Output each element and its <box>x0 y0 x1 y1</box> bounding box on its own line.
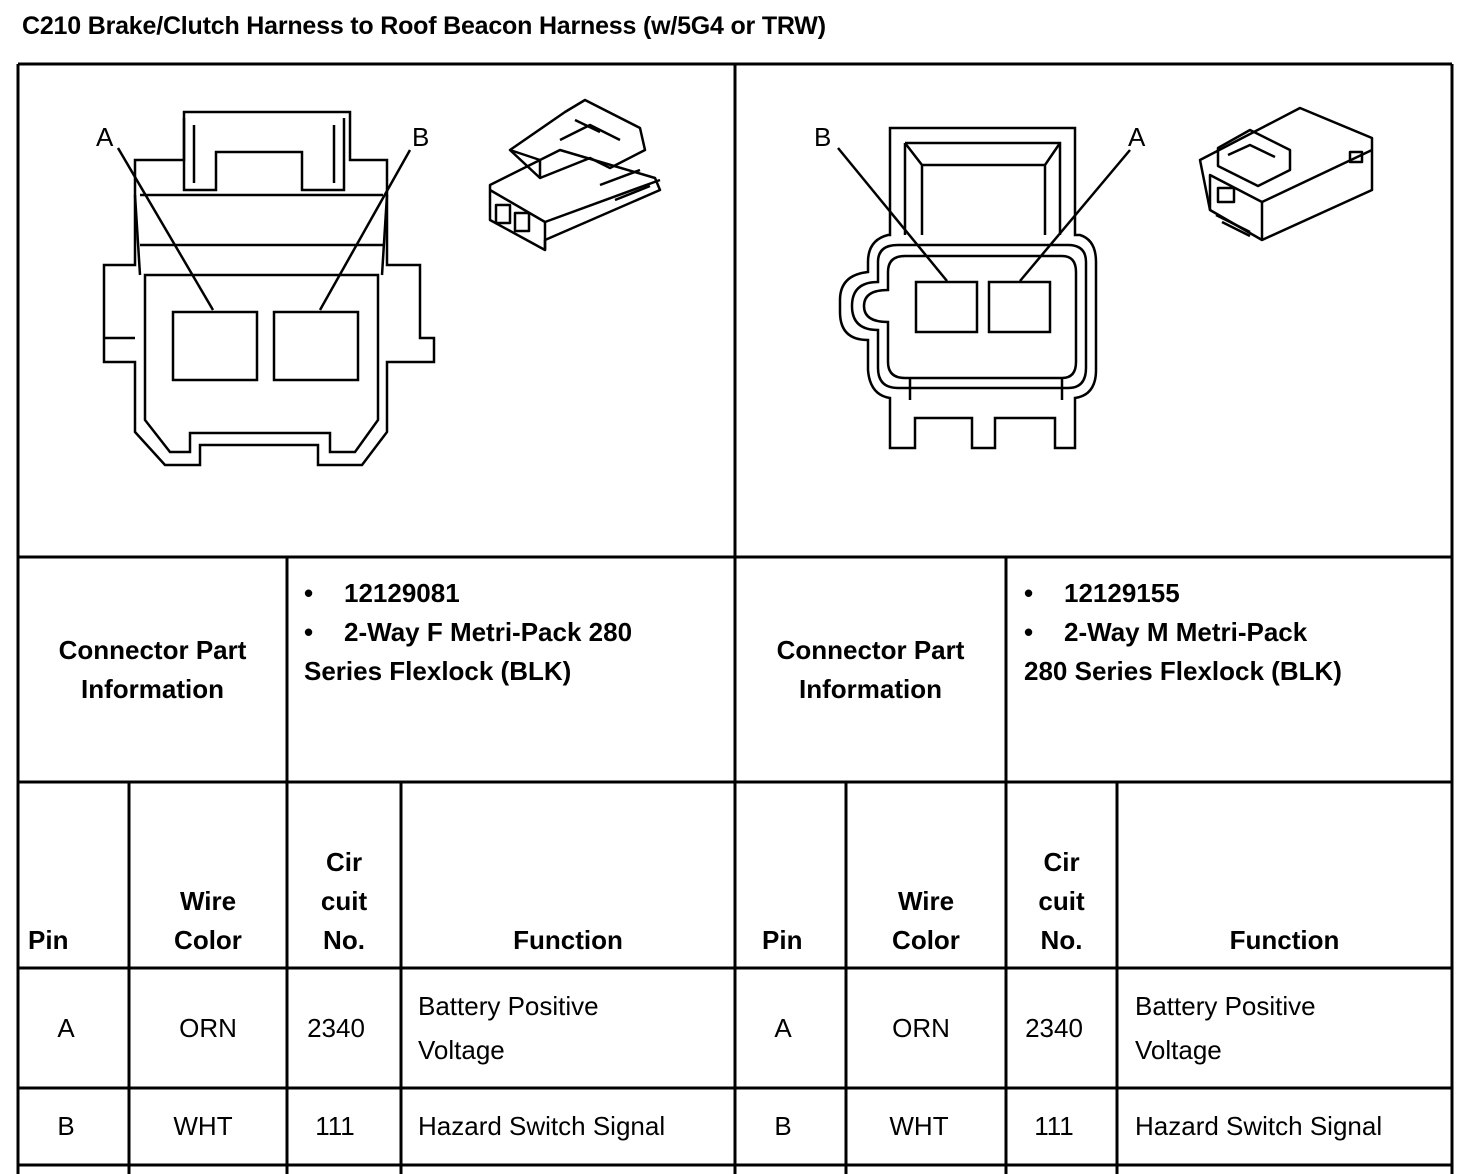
left-description-line2: Series Flexlock (BLK) <box>304 656 572 686</box>
male-connector-face-diagram <box>837 126 1131 450</box>
right-connector-info-label: Connector Part Information <box>776 634 965 704</box>
table-row-cell: WHT <box>173 1111 233 1141</box>
right-header-wire-color-text: Wire Color <box>892 886 960 955</box>
left-row-a-function: Battery Positive Voltage <box>418 991 599 1065</box>
table-row-cell: A <box>774 1012 792 1043</box>
right-pin-label-b: B <box>814 122 831 152</box>
table-row-cell: ORN <box>892 1012 950 1043</box>
right-description-line2: 280 Series Flexlock (BLK) <box>1024 656 1342 686</box>
male-connector-isometric-diagram <box>1198 106 1374 242</box>
left-header-function: Function <box>513 925 623 955</box>
left-description-line1: 2-Way F Metri-Pack 280 <box>344 617 633 647</box>
table-row-cell: B <box>774 1111 792 1141</box>
left-connector-info-values: •12129081 •2-Way F Metri-Pack 280 Series… <box>304 574 724 691</box>
left-header-pin: Pin <box>28 925 69 955</box>
table-row-cell: 2340 <box>307 1012 365 1043</box>
table-row-cell: ORN <box>179 1012 237 1043</box>
table-row-cell: Battery Positive Voltage <box>1135 968 1435 1088</box>
right-part-number: 12129155 <box>1064 578 1180 608</box>
right-header-circuit: Cir cuit No. <box>1006 782 1117 960</box>
table-row-cell: Hazard Switch Signal <box>418 1111 666 1141</box>
right-header-function: Function <box>1229 925 1340 955</box>
table-row-cell: 111 <box>315 1111 355 1141</box>
right-header-circuit-text: Cir cuit No. <box>1038 847 1085 955</box>
right-part-number-item: •12129155 <box>1024 578 1180 608</box>
left-header-circuit-text: Cir cuit No. <box>320 847 368 955</box>
right-description-line1: 2-Way M Metri-Pack <box>1064 617 1308 647</box>
right-description-item: •2-Way M Metri-Pack <box>1024 617 1308 647</box>
female-connector-isometric-diagram <box>488 98 662 252</box>
table-row-cell: 111 <box>1034 1111 1074 1141</box>
table-row-cell: Hazard Switch Signal <box>1135 1111 1383 1141</box>
right-row-a-function: Battery Positive Voltage <box>1135 991 1316 1065</box>
left-header-wire-color-text: Wire Color <box>174 886 242 955</box>
right-header-wire-color: Wire Color <box>846 782 1006 960</box>
left-pin-label-b: B <box>412 122 429 152</box>
left-header-wire-color: Wire Color <box>129 782 287 960</box>
table-row-cell: B <box>57 1111 75 1141</box>
table-row-cell: WHT <box>889 1111 949 1141</box>
right-pin-label-a: A <box>1128 122 1146 152</box>
left-part-number: 12129081 <box>344 578 460 608</box>
table-row-cell: A <box>57 1012 75 1043</box>
female-connector-face-diagram <box>102 110 436 467</box>
left-pin-label-a: A <box>96 122 114 152</box>
right-connector-info-values: •12129155 •2-Way M Metri-Pack 280 Series… <box>1024 574 1444 691</box>
left-part-number-item: •12129081 <box>304 578 460 608</box>
page-title: C210 Brake/Clutch Harness to Roof Beacon… <box>22 12 826 40</box>
right-header-pin: Pin <box>762 925 803 955</box>
left-header-circuit: Cir cuit No. <box>287 782 401 960</box>
left-connector-info-label: Connector Part Information <box>58 634 247 704</box>
table-row-cell: Battery Positive Voltage <box>418 968 718 1088</box>
table-row-cell: 2340 <box>1025 1012 1083 1043</box>
left-description-item: •2-Way F Metri-Pack 280 <box>304 617 633 647</box>
